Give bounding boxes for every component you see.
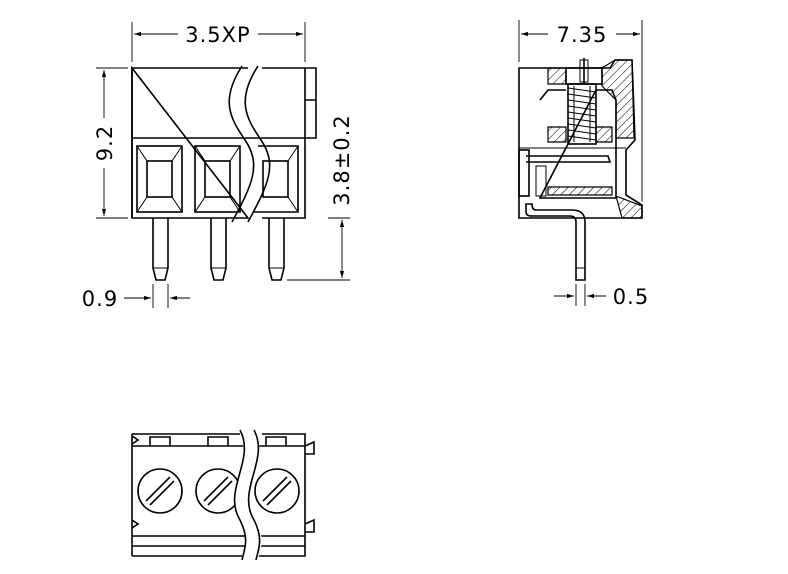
top-notch-3 <box>265 436 287 446</box>
wire-entry-1 <box>136 145 183 213</box>
section-clamp-left <box>547 126 567 143</box>
screw-thread <box>567 83 597 145</box>
pin-2 <box>210 218 227 281</box>
section-top-right <box>601 59 635 139</box>
section-foot <box>615 195 643 219</box>
latch-left-top <box>131 435 140 445</box>
height-label: 9.2 <box>93 125 117 161</box>
break-line-right <box>244 65 271 223</box>
front-view <box>131 65 317 281</box>
depth-label: 7.35 <box>557 23 608 47</box>
pitch-label: 3.5XP <box>185 23 250 47</box>
dimension-height: 9.2 <box>93 67 128 219</box>
section-clamp-right <box>595 126 613 143</box>
dimension-pin-thickness: 0.5 <box>554 284 649 309</box>
front-body-outline <box>131 65 306 219</box>
pin-1 <box>152 218 169 281</box>
thread-lines <box>567 86 597 142</box>
wire-entry-side <box>518 149 530 197</box>
pin-3 <box>268 218 285 281</box>
break-line-left <box>228 65 255 223</box>
wire-entry-3 <box>253 145 299 213</box>
dimension-pitch: 3.5XP <box>131 22 306 62</box>
latch-left-bottom <box>131 519 140 529</box>
top-notch-2 <box>207 436 229 446</box>
dimension-depth: 7.35 <box>518 20 643 202</box>
wire-entry-2 <box>194 145 241 213</box>
clamp-frame <box>538 89 617 199</box>
dimension-pin-width: 0.9 <box>82 284 190 311</box>
section-top-left <box>547 67 567 85</box>
screw-3 <box>254 468 300 514</box>
pin-width-label: 0.9 <box>82 287 118 311</box>
latch-right-bottom <box>304 518 315 533</box>
pin-length-label: 3.8±0.2 <box>330 114 354 205</box>
screw-2 <box>195 468 241 514</box>
top-notch-1 <box>149 436 171 446</box>
dimension-pin-length: 3.8±0.2 <box>287 114 354 281</box>
top-view <box>131 429 315 561</box>
section-lower-plate <box>547 186 613 196</box>
top-break-line-left <box>233 429 247 561</box>
front-side-tab <box>305 67 317 139</box>
clamp-plate <box>526 155 612 163</box>
top-body-outline <box>132 433 306 557</box>
top-break-line-right <box>247 429 261 561</box>
side-view <box>518 58 643 281</box>
pin-thickness-label: 0.5 <box>613 285 649 309</box>
screw-1 <box>137 468 183 514</box>
side-pin <box>525 203 586 281</box>
latch-right-top <box>304 440 315 455</box>
